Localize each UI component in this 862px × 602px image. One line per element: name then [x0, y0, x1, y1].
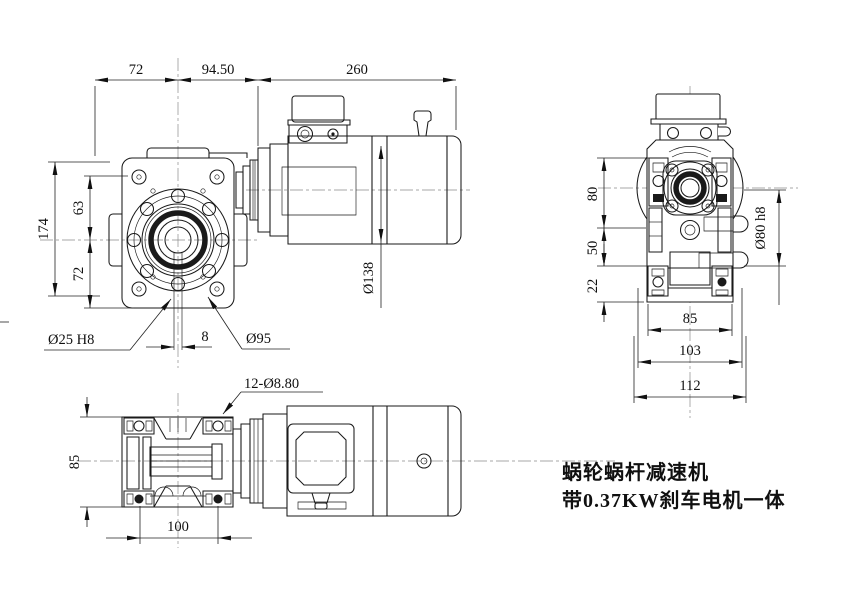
dim-260: 260: [346, 62, 368, 78]
note-line-1: 蜗轮蜗杆减速机: [562, 460, 709, 484]
dim-80: 80: [585, 187, 601, 202]
terminal-box-top: [288, 424, 354, 509]
dim-103: 103: [679, 343, 701, 359]
dim-94-50: 94.50: [202, 62, 235, 78]
output-flange-face: [127, 189, 229, 350]
front-view: 72 94.50 260 174 63 72 Ø138 Ø25 H8: [0, 58, 470, 368]
gearbox-top: [122, 417, 233, 507]
gearbox-end-plate: [647, 140, 748, 302]
front-view-dimensions: 72 94.50 260 174 63 72 Ø138 Ø25 H8: [0, 62, 456, 350]
dim-85-top: 85: [67, 455, 83, 470]
title-note: 蜗轮蜗杆减速机 带0.37KW刹车电机一体: [562, 460, 786, 512]
dim-holes-label: 12-Ø8.80: [244, 376, 299, 392]
end-view: 80 50 22 Ø80 h8 85 103 112: [585, 86, 798, 418]
motor-top: [233, 406, 461, 516]
dim-72-top: 72: [129, 62, 144, 78]
end-view-dimensions: 80 50 22 Ø80 h8 85 103 112: [585, 158, 786, 403]
gearbox-body: [109, 148, 247, 308]
brake-release-lever: [414, 111, 431, 136]
dim-motor-diameter: Ø138: [361, 262, 377, 294]
dim-shaft-diameter: Ø80 h8: [753, 206, 769, 249]
dim-85-end: 85: [683, 311, 698, 327]
top-view-dimensions: 85 100 12-Ø8.80: [67, 376, 323, 544]
dim-63: 63: [71, 201, 87, 216]
dim-72-left: 72: [71, 267, 87, 282]
dim-50: 50: [585, 241, 601, 256]
motor-body-side: [270, 136, 461, 244]
terminal-box-side: [288, 96, 350, 143]
dim-22: 22: [585, 279, 601, 294]
dim-174: 174: [36, 217, 52, 240]
dim-bore-label: Ø25 H8: [48, 332, 94, 348]
dim-100: 100: [167, 519, 189, 535]
top-view: 85 100 12-Ø8.80: [67, 376, 615, 548]
terminal-box-end: [651, 94, 731, 143]
dim-112: 112: [679, 378, 700, 394]
note-line-2: 带0.37KW刹车电机一体: [562, 488, 786, 512]
dim-key-width: 8: [201, 329, 208, 345]
dim-flange-label: Ø95: [246, 331, 271, 347]
